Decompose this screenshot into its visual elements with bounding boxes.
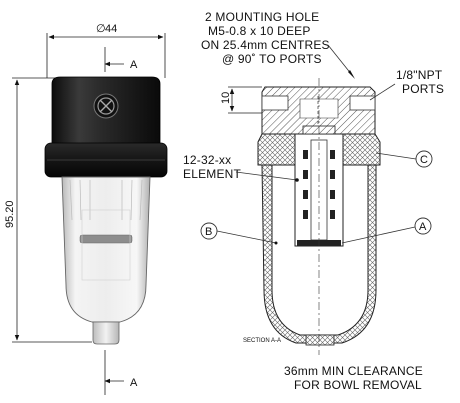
inlet-port bbox=[261, 95, 289, 111]
diameter-symbol: ∅ bbox=[96, 23, 106, 35]
exterior-view: ∅ 44 A 95.20 bbox=[4, 23, 168, 395]
balloon-a-leader bbox=[341, 226, 416, 244]
filter-bowl bbox=[61, 176, 151, 323]
outlet-port bbox=[349, 95, 376, 111]
bowl-ribs bbox=[69, 179, 143, 221]
ports-leader bbox=[369, 83, 396, 101]
ports-callout: 1/8"NPT PORTS bbox=[396, 68, 446, 96]
element-callout: 12-32-xx ELEMENT bbox=[183, 153, 242, 181]
clearance-note: 36mm MIN CLEARANCE FOR BOWL REMOVAL bbox=[284, 364, 427, 392]
diameter-value: 44 bbox=[105, 23, 117, 35]
drain-section bbox=[305, 334, 335, 346]
balloon-c-label: C bbox=[420, 154, 428, 166]
section-view: 10 2 MOUNTING HOLE M5-0.8 x 10 DEEP ON 2… bbox=[183, 10, 446, 355]
bowl-wall-section bbox=[261, 164, 377, 344]
bowl-inner-element bbox=[79, 234, 133, 244]
balloon-a-label: A bbox=[419, 221, 427, 233]
drain-valve bbox=[92, 321, 120, 345]
element-slots bbox=[303, 150, 335, 219]
balloon-b-leader bbox=[216, 230, 277, 244]
section-caption: SECTION A-A bbox=[243, 338, 281, 344]
element-leader bbox=[235, 171, 298, 181]
balloon-a bbox=[414, 217, 432, 235]
section-marker-top: A bbox=[130, 59, 138, 71]
balloon-b-label: B bbox=[205, 226, 212, 238]
depth-value: 10 bbox=[220, 92, 232, 104]
balloon-c-leader bbox=[375, 152, 417, 160]
height-value: 95.20 bbox=[4, 200, 16, 228]
section-marker-bottom: A bbox=[130, 377, 138, 389]
mounting-hole-callout: 2 MOUNTING HOLE M5-0.8 x 10 DEEP ON 25.4… bbox=[201, 10, 333, 66]
mounting-hole-leader bbox=[327, 44, 353, 76]
